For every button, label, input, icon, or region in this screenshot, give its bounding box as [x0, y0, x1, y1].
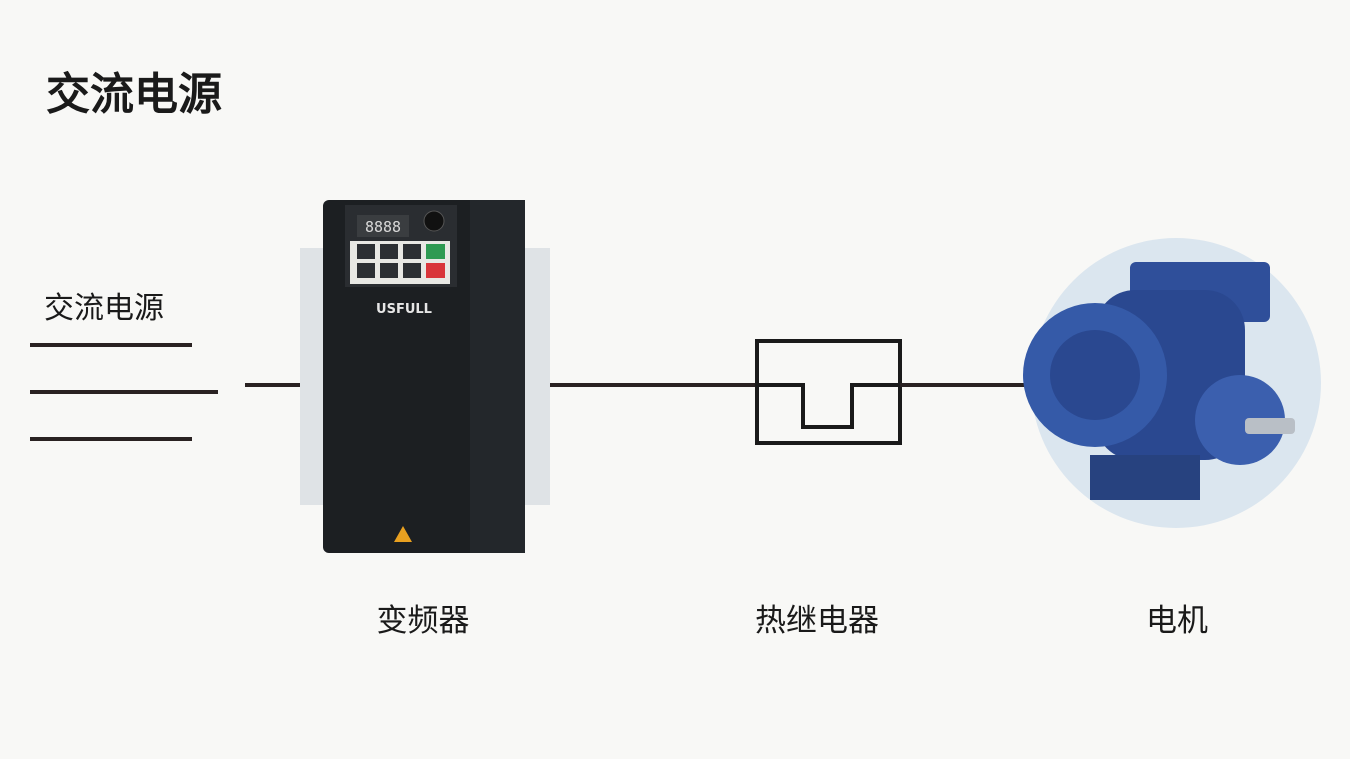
ac-source-label: 交流电源 — [44, 291, 164, 326]
thermal-relay-label: 热继电器 — [755, 603, 879, 639]
ac-source-symbol — [30, 343, 218, 441]
thermal-relay-symbol — [755, 339, 902, 445]
svg-text:USFULL: USFULL — [376, 302, 432, 317]
page-title: 交流电源 — [46, 69, 222, 120]
inverter-label: 变频器 — [376, 603, 470, 639]
inverter-display: 8888 — [365, 218, 401, 236]
inverter-image: 8888 USFULL — [323, 200, 525, 553]
motor-label: 电机 — [1146, 603, 1208, 639]
motor-image — [1023, 238, 1321, 528]
